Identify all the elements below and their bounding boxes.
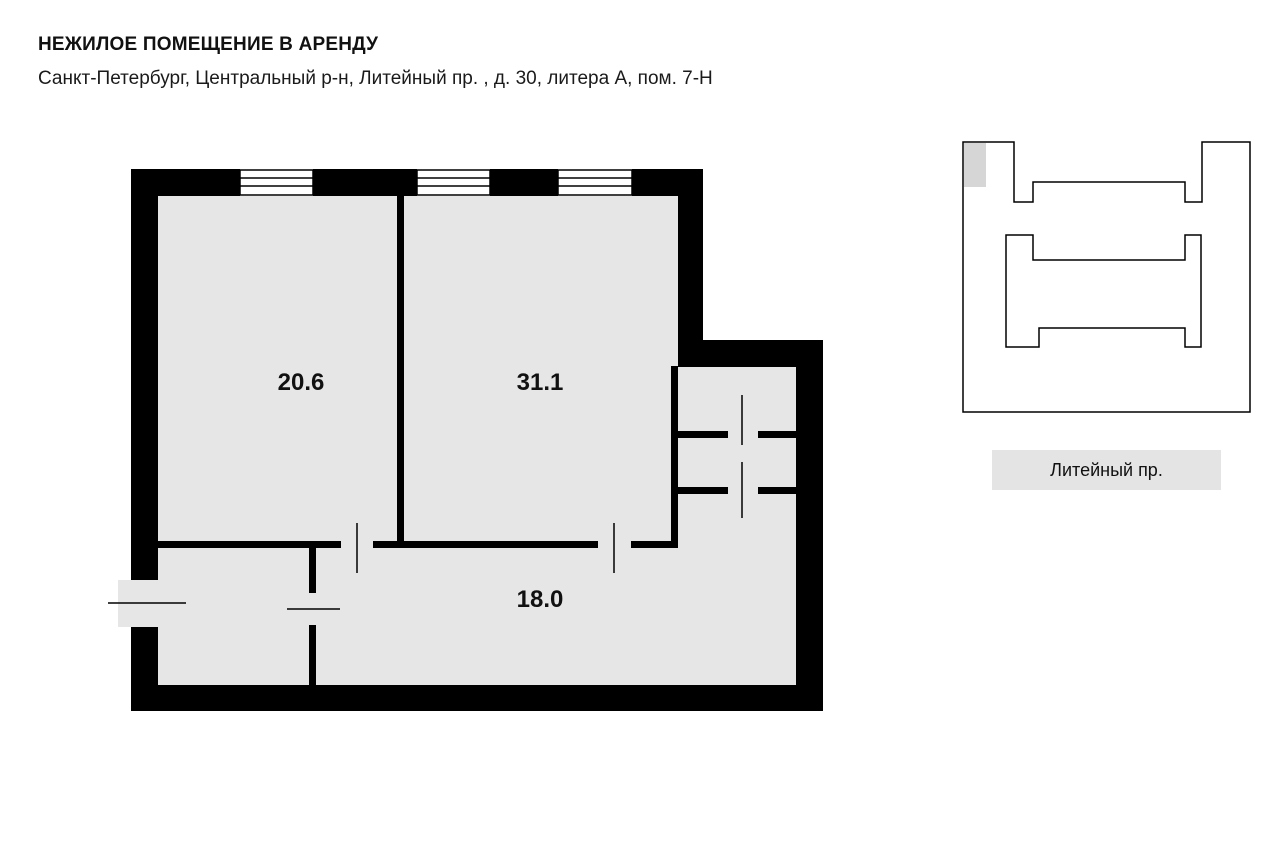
interior-walls (157, 196, 796, 685)
windows (239, 169, 633, 196)
page-title: НЕЖИЛОЕ ПОМЕЩЕНИЕ В АРЕНДУ (38, 34, 379, 55)
room-area-31-1: 31.1 (517, 369, 564, 396)
courtyard-outline (1005, 234, 1202, 348)
unit-highlight (964, 143, 986, 187)
window-2 (416, 169, 491, 196)
room-area-20-6: 20.6 (278, 369, 325, 396)
floor-area (157, 196, 796, 685)
window-1 (239, 169, 314, 196)
window-3 (557, 169, 633, 196)
exterior-walls (131, 169, 823, 711)
address-text: Санкт-Петербург, Центральный р-н, Литейн… (38, 68, 713, 89)
building-outline (962, 141, 1251, 413)
room-area-18-0: 18.0 (517, 586, 564, 613)
doors (287, 395, 743, 610)
street-label: Литейный пр. (992, 450, 1221, 490)
entrance (108, 580, 186, 627)
location-plan (962, 141, 1251, 413)
